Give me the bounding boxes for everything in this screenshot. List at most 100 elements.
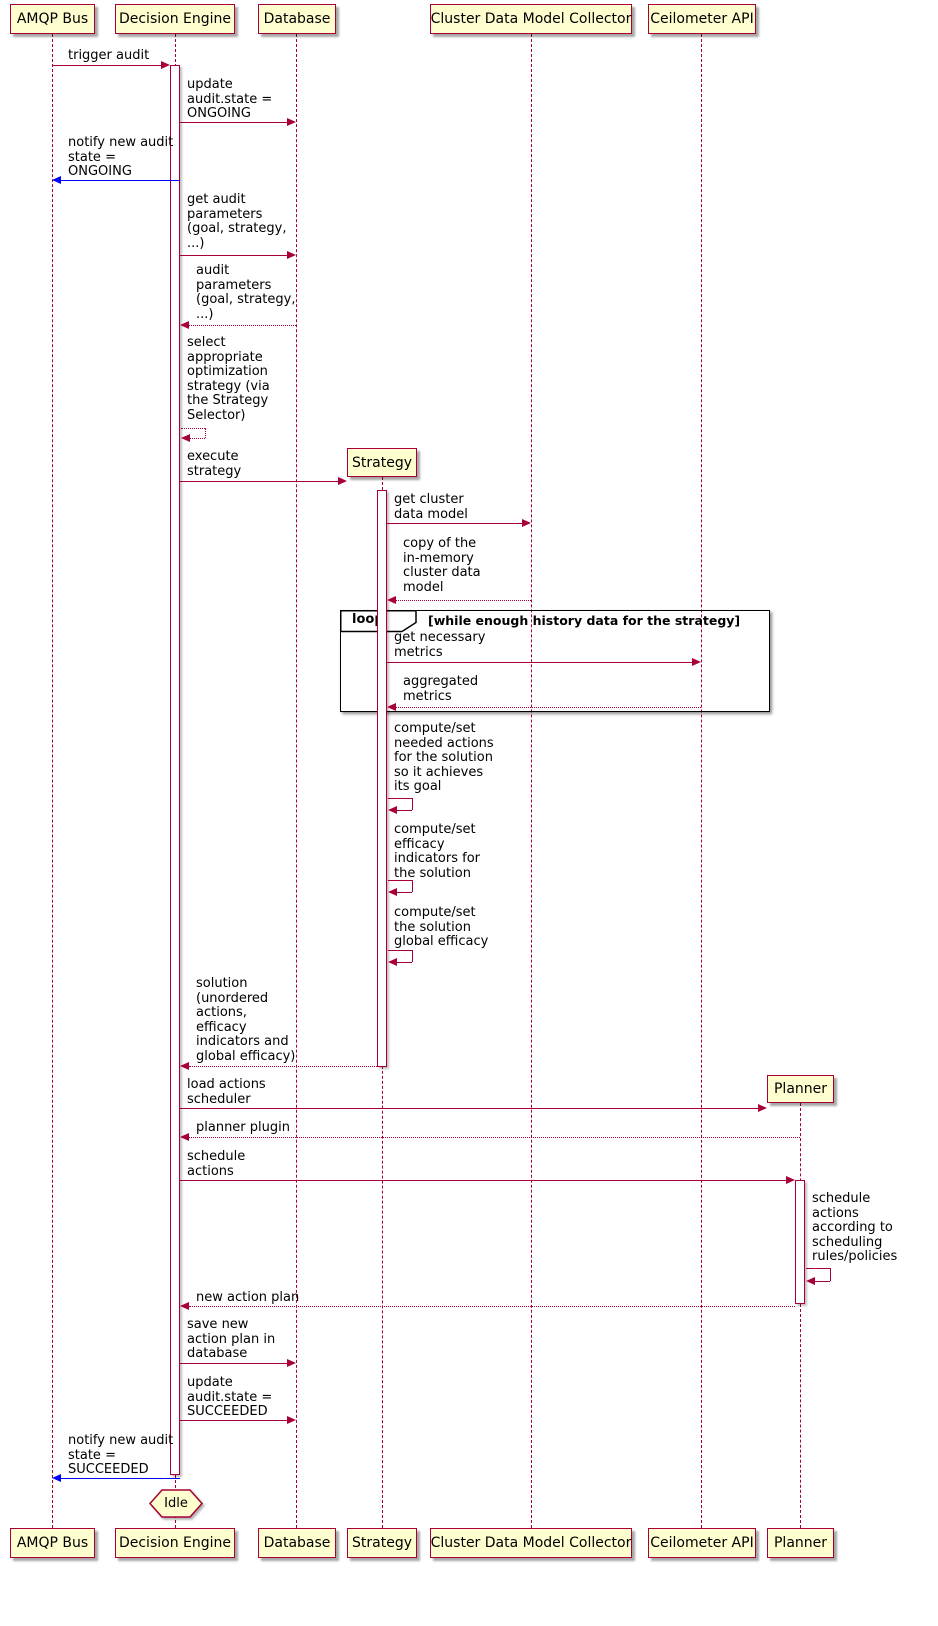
arrowhead bbox=[161, 61, 170, 69]
arrow-trigger-audit bbox=[52, 65, 161, 66]
arrowhead bbox=[52, 1474, 61, 1482]
msg-update-succeeded: update audit.state = SUCCEEDED bbox=[187, 1375, 273, 1419]
msg-select-strategy: select appropriate optimization strategy… bbox=[187, 335, 270, 423]
msg-compute-efficacy: compute/set efficacy indicators for the … bbox=[394, 822, 481, 881]
arrowhead bbox=[181, 434, 190, 442]
msg-get-params: get audit parameters (goal, strategy, ..… bbox=[187, 192, 287, 251]
self-arrow-schedule-bottom bbox=[815, 1281, 830, 1282]
loop-label: loop bbox=[352, 612, 384, 627]
msg-compute-actions: compute/set needed actions for the solut… bbox=[394, 721, 494, 794]
participant-planner-created: Planner bbox=[767, 1075, 834, 1103]
participant-ceilometer-bottom: Ceilometer API bbox=[648, 1528, 756, 1558]
arrow-update-succeeded bbox=[180, 1420, 287, 1421]
msg-execute-strategy: execute strategy bbox=[187, 449, 242, 479]
arrow-notify-ongoing bbox=[61, 180, 180, 181]
msg-schedule-actions: schedule actions bbox=[187, 1149, 246, 1179]
arrow-notify-succeeded bbox=[61, 1478, 180, 1479]
participant-planner-bottom: Planner bbox=[767, 1528, 834, 1558]
msg-compute-global: compute/set the solution global efficacy bbox=[394, 905, 489, 949]
arrowhead bbox=[388, 806, 397, 814]
participant-database-bottom: Database bbox=[258, 1528, 336, 1558]
participant-ceilometer-top: Ceilometer API bbox=[648, 4, 756, 34]
self-arrow-actions-top bbox=[388, 798, 412, 799]
arrowhead bbox=[287, 251, 296, 259]
msg-schedule-self: schedule actions according to scheduling… bbox=[812, 1191, 898, 1264]
participant-collector-top: Cluster Data Model Collector bbox=[430, 4, 632, 34]
self-arrow-select-side bbox=[205, 428, 206, 438]
arrowhead bbox=[387, 596, 396, 604]
idle-note-label: Idle bbox=[164, 1496, 188, 1511]
arrow-ret-solution bbox=[189, 1066, 377, 1067]
participant-decision-engine-top: Decision Engine bbox=[115, 4, 235, 34]
self-arrow-select-top bbox=[181, 428, 205, 429]
msg-ret-cdm: copy of the in-memory cluster data model bbox=[403, 536, 481, 595]
arrow-execute-strategy bbox=[180, 481, 338, 482]
msg-ret-planner-plugin: planner plugin bbox=[196, 1120, 290, 1135]
lifeline-database bbox=[296, 34, 297, 1528]
self-arrow-efficacy-top bbox=[388, 880, 412, 881]
participant-strategy-created: Strategy bbox=[347, 448, 417, 477]
self-arrow-efficacy-side bbox=[412, 880, 413, 892]
arrowhead bbox=[786, 1176, 795, 1184]
activation-planner bbox=[795, 1180, 805, 1304]
arrowhead bbox=[180, 1133, 189, 1141]
self-arrow-global-top bbox=[388, 950, 412, 951]
arrowhead bbox=[180, 321, 189, 329]
arrow-ret-cdm bbox=[396, 600, 531, 601]
self-arrow-schedule-top bbox=[806, 1268, 830, 1269]
lifeline-ceilometer bbox=[701, 34, 702, 1528]
arrow-schedule-actions bbox=[180, 1180, 786, 1181]
arrow-ret-action-plan bbox=[189, 1306, 795, 1307]
msg-trigger-audit: trigger audit bbox=[68, 48, 150, 63]
msg-ret-metrics: aggregated metrics bbox=[403, 674, 479, 704]
arrowhead bbox=[287, 1359, 296, 1367]
self-arrow-schedule-side bbox=[830, 1268, 831, 1281]
arrow-ret-params bbox=[189, 325, 296, 326]
msg-notify-succeeded: notify new audit state = SUCCEEDED bbox=[68, 1433, 174, 1477]
arrowhead bbox=[522, 519, 531, 527]
loop-frame bbox=[340, 610, 770, 712]
msg-notify-ongoing: notify new audit state = ONGOING bbox=[68, 135, 174, 179]
arrow-save-plan bbox=[180, 1363, 287, 1364]
activation-decision-engine bbox=[170, 65, 180, 1475]
self-arrow-actions-side bbox=[412, 798, 413, 810]
arrow-get-metrics bbox=[387, 662, 692, 663]
arrowhead bbox=[287, 118, 296, 126]
msg-get-cdm: get cluster data model bbox=[394, 492, 468, 522]
self-arrow-global-side bbox=[412, 950, 413, 962]
arrowhead bbox=[692, 658, 701, 666]
participant-amqp-bus-top: AMQP Bus bbox=[10, 4, 95, 34]
participant-decision-engine-bottom: Decision Engine bbox=[115, 1528, 235, 1558]
msg-save-plan: save new action plan in database bbox=[187, 1317, 276, 1361]
self-arrow-global-bottom bbox=[397, 962, 412, 963]
msg-ret-solution: solution (unordered actions, efficacy in… bbox=[196, 976, 296, 1064]
self-arrow-efficacy-bottom bbox=[397, 892, 412, 893]
arrowhead bbox=[388, 888, 397, 896]
self-arrow-actions-bottom bbox=[397, 810, 412, 811]
msg-ret-params: audit parameters (goal, strategy, ...) bbox=[196, 263, 296, 322]
msg-get-metrics: get necessary metrics bbox=[394, 630, 486, 660]
participant-database-top: Database bbox=[258, 4, 336, 34]
msg-ret-action-plan: new action plan bbox=[196, 1290, 300, 1305]
activation-strategy bbox=[377, 490, 387, 1067]
arrowhead bbox=[180, 1302, 189, 1310]
arrow-ret-metrics bbox=[396, 707, 701, 708]
msg-load-scheduler: load actions scheduler bbox=[187, 1077, 266, 1107]
arrowhead bbox=[52, 176, 61, 184]
participant-collector-bottom: Cluster Data Model Collector bbox=[430, 1528, 632, 1558]
arrowhead bbox=[806, 1277, 815, 1285]
arrow-ret-planner-plugin bbox=[189, 1137, 800, 1138]
arrowhead bbox=[388, 958, 397, 966]
self-arrow-select-bottom bbox=[190, 438, 205, 439]
arrowhead bbox=[287, 1416, 296, 1424]
arrowhead bbox=[387, 703, 396, 711]
arrowhead bbox=[180, 1062, 189, 1070]
arrow-update-ongoing bbox=[180, 122, 287, 123]
arrow-get-params bbox=[180, 255, 287, 256]
arrow-load-scheduler bbox=[180, 1108, 758, 1109]
lifeline-collector bbox=[531, 34, 532, 1528]
idle-hexagon bbox=[149, 1489, 203, 1518]
arrowhead bbox=[338, 477, 347, 485]
lifeline-amqp-bus bbox=[52, 34, 53, 1528]
